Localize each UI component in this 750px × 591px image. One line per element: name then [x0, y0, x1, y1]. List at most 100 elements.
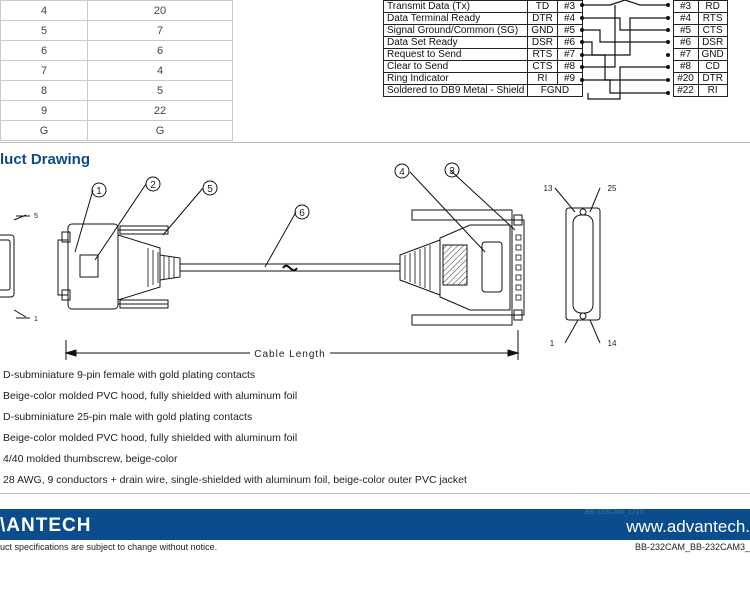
db25-signal-cell: GND — [697, 48, 728, 61]
db9-pin-cell: G — [0, 120, 88, 141]
db25-pin-label-14: 14 — [608, 339, 617, 348]
signal-name-cell: Clear to Send — [382, 60, 529, 73]
db9-pin-cell: #7 — [556, 48, 583, 61]
db25-connector — [511, 219, 525, 316]
db25-pin-cell: #5 — [672, 24, 699, 37]
db25-pin-cell: 20 — [87, 0, 233, 21]
db9-pin-cell: #9 — [556, 72, 583, 85]
db25-pin-cell: #20 — [672, 72, 699, 85]
callout-3: 3 — [449, 166, 455, 177]
db25-pin-label-13: 13 — [544, 184, 553, 193]
db25-pin-cell: #4 — [672, 12, 699, 25]
db9-pin-cell: 4 — [0, 0, 88, 21]
db25-pin-label-1: 1 — [550, 339, 555, 348]
db9-pin-cell: 6 — [0, 40, 88, 61]
db9-pin-cell: 7 — [0, 60, 88, 81]
signal-abbr-cell: DSR — [527, 36, 558, 49]
signal-name-cell: Data Set Ready — [382, 36, 529, 49]
db25-pin-cell: 4 — [87, 60, 233, 81]
signal-abbr-cell: DTR — [527, 12, 558, 25]
db25-pin-label-25: 25 — [608, 184, 617, 193]
doc-id-small: BB-232CAM_1710 — [585, 509, 644, 516]
db25-hood — [439, 224, 511, 311]
spec-item: Beige-color molded PVC hood, fully shiel… — [3, 390, 298, 402]
website-link[interactable]: www.advantech. — [626, 517, 750, 536]
callout-4: 4 — [399, 167, 405, 178]
section-title: luct Drawing — [0, 151, 91, 168]
signal-name-cell: Soldered to DB9 Metal - Shield — [382, 84, 529, 97]
db25-pin-cell: 6 — [87, 40, 233, 61]
callout-5: 5 — [207, 184, 213, 195]
signal-abbr-cell: GND — [527, 24, 558, 37]
section-divider-top — [0, 142, 750, 143]
cable-length-label: Cable Length — [254, 349, 326, 360]
db9-front-view — [0, 234, 15, 298]
db25-pin-cell: 7 — [87, 20, 233, 41]
db9-pin-cell: #5 — [556, 24, 583, 37]
doc-id: BB-232CAM_BB-232CAM3_ — [634, 542, 750, 552]
db25-pin-cell: #7 — [672, 48, 699, 61]
signal-name-cell: Transmit Data (Tx) — [382, 0, 529, 13]
db9-pin-cell: 9 — [0, 100, 88, 121]
db25-pin-cell: G — [87, 120, 233, 141]
db25-pin-cell: #6 — [672, 36, 699, 49]
spec-item: 28 AWG, 9 conductors + drain wire, singl… — [3, 474, 467, 486]
callout-1: 1 — [96, 186, 102, 197]
db25-signal-cell: RTS — [697, 12, 728, 25]
signal-abbr-cell: RTS — [527, 48, 558, 61]
spec-item: D-subminiature 9-pin female with gold pl… — [3, 369, 256, 381]
spec-item: Beige-color molded PVC hood, fully shiel… — [3, 432, 298, 444]
signal-name-cell: Data Terminal Ready — [382, 12, 529, 25]
db9-pin-cell: #8 — [556, 60, 583, 73]
db25-signal-cell: RD — [697, 0, 728, 13]
db25-pin-cell: 5 — [87, 80, 233, 101]
signal-name-cell: Signal Ground/Common (SG) — [382, 24, 529, 37]
spec-item: D-subminiature 25-pin male with gold pla… — [3, 411, 253, 423]
db25-front-view — [565, 207, 601, 321]
product-drawing: 1 2 5 6 4 3 Cable Length 5 1 13 25 1 14 — [0, 162, 617, 360]
db25-signal-cell: RI — [697, 84, 728, 97]
db25-pin-cell: #22 — [672, 84, 699, 97]
db9-pin-cell: 5 — [0, 20, 88, 41]
signal-abbr-cell: FGND — [527, 84, 583, 97]
callout-6: 6 — [299, 208, 305, 219]
spec-item: 4/40 molded thumbscrew, beige-color — [3, 453, 178, 465]
db9-pin-label-1: 1 — [34, 316, 38, 323]
db9-connector — [57, 239, 69, 296]
signal-abbr-cell: RI — [527, 72, 558, 85]
signal-abbr-cell: TD — [527, 0, 558, 13]
db25-pin-cell: 22 — [87, 100, 233, 121]
disclaimer-text: uct specifications are subject to change… — [0, 542, 218, 552]
callout-2: 2 — [150, 180, 156, 191]
db9-pin-cell: 8 — [0, 80, 88, 101]
db9-pin-cell: #3 — [556, 0, 583, 13]
db25-signal-cell: CTS — [697, 24, 728, 37]
db9-pin-label-5: 5 — [34, 213, 38, 220]
footer-bar — [0, 509, 750, 540]
section-divider-bottom — [0, 493, 750, 494]
db25-signal-cell: DTR — [697, 72, 728, 85]
db9-pin-cell: #6 — [556, 36, 583, 49]
db25-pin-cell: #3 — [672, 0, 699, 13]
brand-logo: \ANTECH — [0, 515, 92, 536]
db25-signal-cell: CD — [697, 60, 728, 73]
wiring-lines — [580, 0, 670, 100]
signal-name-cell: Ring Indicator — [382, 72, 529, 85]
